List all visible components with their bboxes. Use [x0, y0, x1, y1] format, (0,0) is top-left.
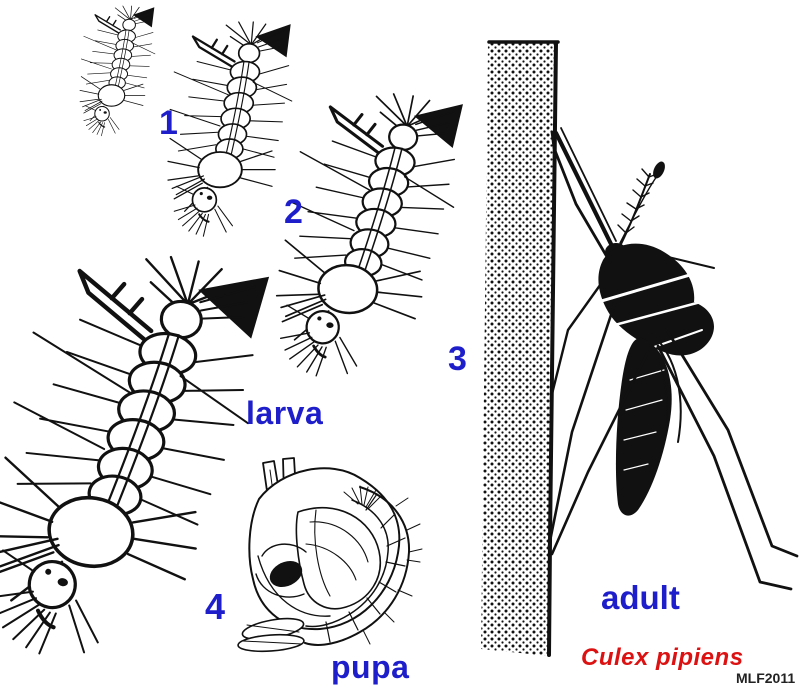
wing-case: [295, 506, 382, 610]
credit-label: MLF2011: [736, 670, 796, 686]
stage-2-label: 2: [284, 193, 303, 231]
thorax: [598, 243, 714, 356]
thorax-tuft: [343, 485, 383, 510]
stage-1-label: 1: [159, 104, 178, 142]
adult-label: adult: [601, 579, 680, 616]
pupa-label: pupa: [331, 649, 410, 685]
stippled-surface-band: [481, 40, 560, 657]
stage-3-label: 3: [448, 340, 467, 378]
eye-spot: [269, 560, 303, 588]
band-fill: [481, 42, 557, 656]
abdomen: [615, 337, 672, 516]
pupa-abdomen: [304, 486, 423, 646]
larva-stage-3-drawing: [267, 82, 467, 390]
larva-stage-4-drawing: [0, 236, 272, 680]
larva-stage-1-drawing: [79, 5, 156, 137]
band-right-edge: [547, 41, 558, 657]
tail-paddles: [237, 617, 305, 653]
larva-label: larva: [246, 395, 324, 431]
antenna: [617, 161, 665, 245]
stage-4-label: 4: [205, 586, 226, 627]
legs: [547, 130, 799, 591]
pupa-drawing: [237, 457, 423, 653]
proboscis: [553, 130, 615, 249]
adult-mosquito-drawing: [547, 127, 799, 591]
larva-stage-2-drawing: [166, 20, 293, 238]
species-name-label: Culex pipiens: [581, 644, 744, 671]
wing: [651, 333, 682, 443]
